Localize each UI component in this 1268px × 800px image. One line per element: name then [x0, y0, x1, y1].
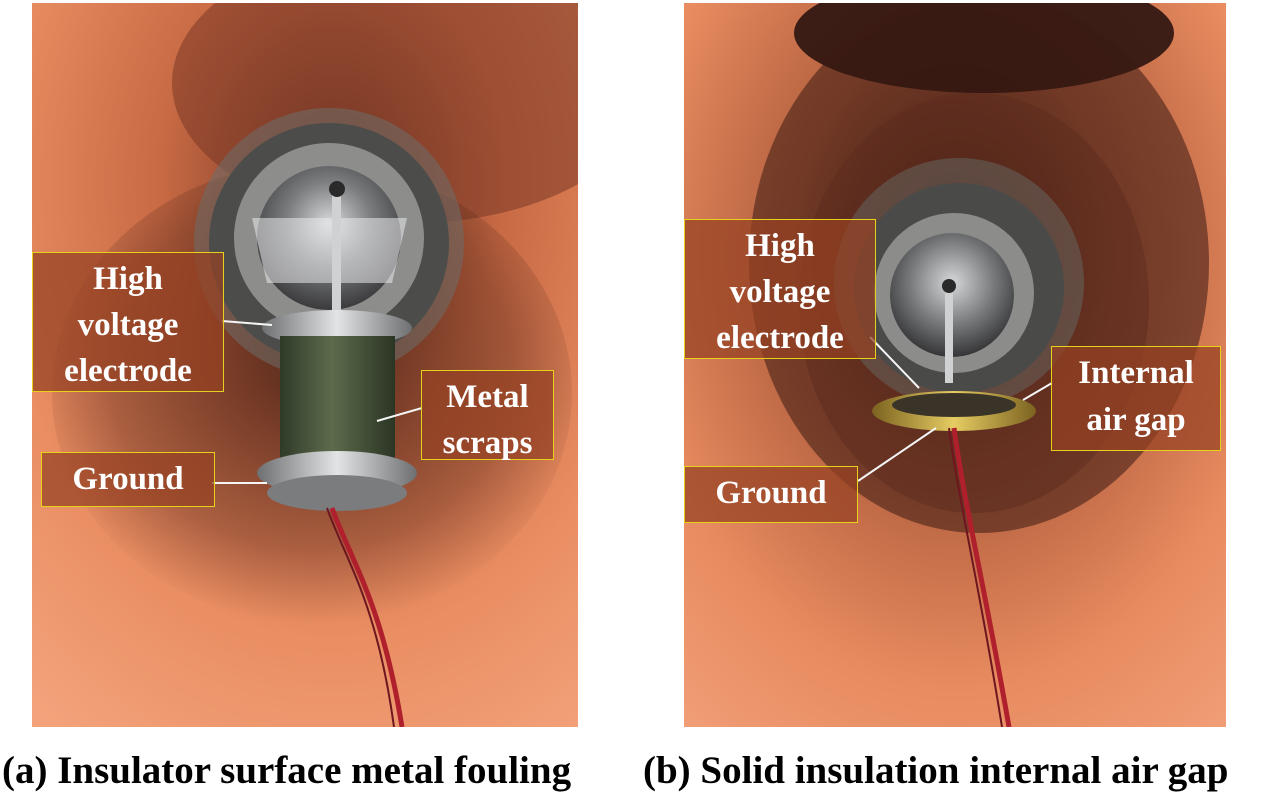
- label-line: Ground: [72, 461, 184, 497]
- label-internal-air-gap: Internal air gap: [1051, 346, 1221, 451]
- label-line: scraps: [442, 425, 533, 461]
- label-line: Metal: [446, 379, 529, 415]
- label-line: Ground: [715, 475, 827, 511]
- caption-panel-b: (b) Solid insulation internal air gap: [643, 749, 1229, 792]
- label-line: electrode: [716, 320, 844, 356]
- photo-panel-b: High voltage electrode Internal air gap …: [684, 3, 1226, 727]
- photo-panel-a: High voltage electrode Metal scraps Grou…: [32, 3, 578, 727]
- label-line: Internal: [1078, 355, 1194, 391]
- label-ground: Ground: [41, 452, 215, 507]
- label-line: electrode: [64, 353, 192, 389]
- label-high-voltage-electrode: High voltage electrode: [684, 219, 876, 359]
- caption-panel-a: (a) Insulator surface metal fouling: [2, 749, 572, 792]
- label-high-voltage-electrode: High voltage electrode: [32, 252, 224, 392]
- label-metal-scraps: Metal scraps: [421, 370, 554, 461]
- label-line: voltage: [729, 274, 831, 310]
- label-line: High: [93, 261, 163, 297]
- label-ground: Ground: [684, 466, 858, 523]
- label-line: voltage: [77, 307, 179, 343]
- label-line: air gap: [1086, 402, 1186, 438]
- label-line: High: [745, 228, 815, 264]
